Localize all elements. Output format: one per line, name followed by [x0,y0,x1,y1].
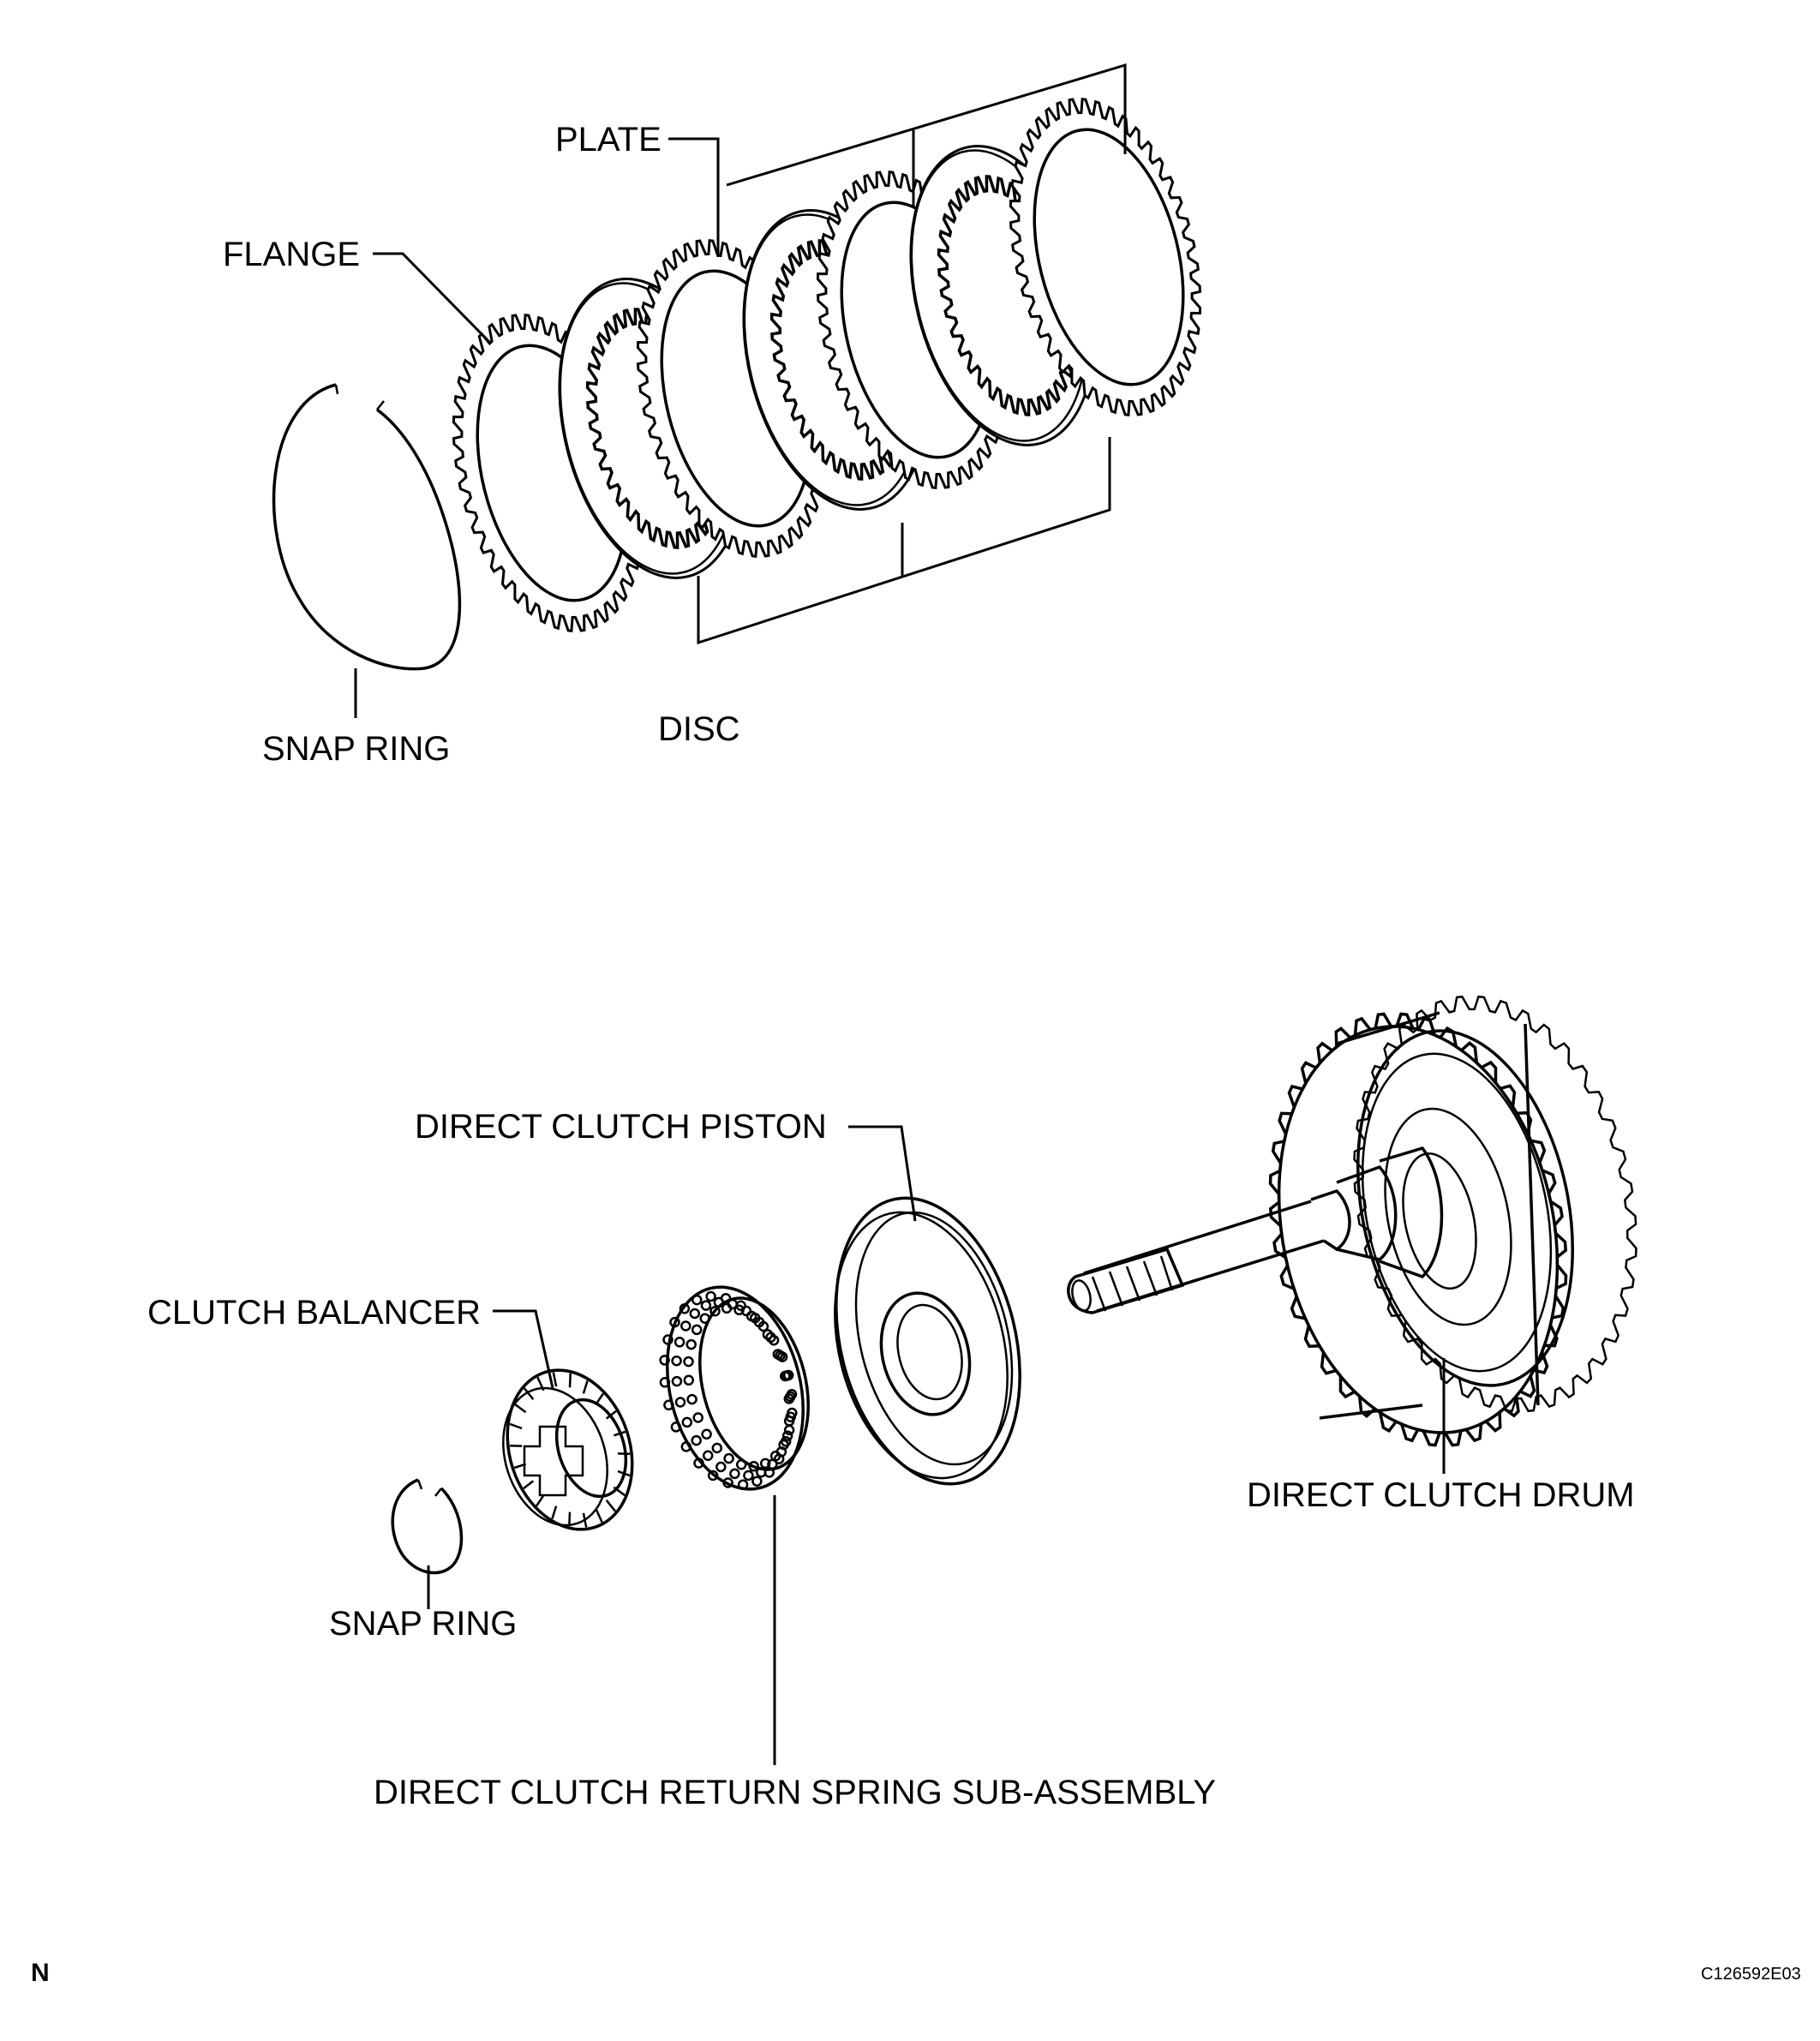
snap-ring-bottom-part [391,1478,464,1575]
direct-clutch-drum-label: DIRECT CLUTCH DRUM [1247,1476,1635,1514]
orientation-mark: N [31,1959,50,1987]
balancer-leader [493,1309,554,1389]
direct-clutch-return-spring-label: DIRECT CLUTCH RETURN SPRING SUB-ASSEMBLY [374,1774,1216,1811]
disc-bracket [697,437,1111,645]
drum-teeth [1268,995,1637,1447]
plate-ring [1009,98,1202,416]
plate-leader [668,137,720,257]
direct-clutch-drum-part [1067,995,1637,1447]
plate-label: PLATE [555,121,662,159]
direct-clutch-piston-part [834,1196,1021,1486]
flange-label: FLANGE [223,236,360,273]
balancer-teeth [509,1372,631,1528]
clutch-balancer-part [502,1368,634,1531]
clutch-balancer-label: CLUTCH BALANCER [147,1294,481,1332]
disc-label: DISC [658,710,740,748]
plate-bracket [726,63,1127,206]
piston-leader [848,1125,917,1222]
spring-coils [659,1290,798,1491]
clutch-pack-group [272,63,1202,718]
snap-ring-top-part [272,383,462,671]
snap-ring-bottom-label: SNAP RING [329,1605,517,1643]
return-spring-part [659,1285,810,1491]
direct-clutch-group [391,995,1637,1765]
direct-clutch-piston-label: DIRECT CLUTCH PISTON [415,1108,827,1146]
snap-ring-top-label: SNAP RING [262,730,450,768]
flange-leader [373,252,492,344]
figure-id: C126592E03 [1701,1965,1801,1984]
clutch-rings [452,98,1202,632]
